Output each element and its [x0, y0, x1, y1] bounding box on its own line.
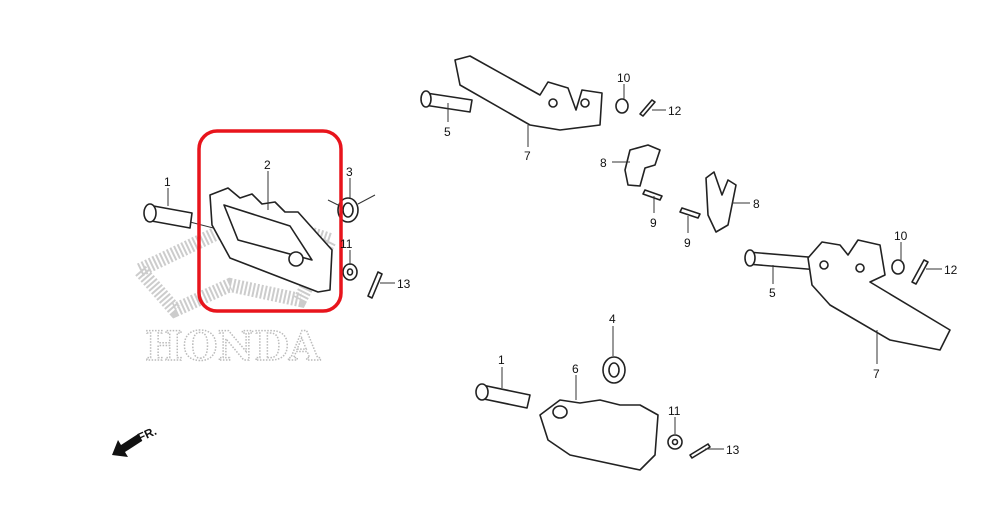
callout-right-cotter: 12 [944, 263, 958, 277]
callout-top-pin: 5 [444, 125, 451, 139]
top-bracket [454, 55, 603, 131]
callout-bottom-peg: 6 [572, 362, 579, 376]
callout-left-peg: 2 [264, 158, 271, 172]
bottom-footpeg [539, 399, 659, 471]
left-spring [327, 194, 376, 223]
right-cotter-pin [911, 259, 929, 285]
highlight-box [197, 129, 343, 313]
callout-bottom-spring: 4 [609, 312, 616, 326]
bottom-cotter-pin [689, 443, 711, 459]
clip-b [705, 171, 737, 233]
callout-bottom-pin: 1 [498, 353, 505, 367]
right-bracket [807, 239, 951, 351]
callout-bottom-washer: 11 [668, 404, 681, 418]
callout-bottom-cotter: 13 [726, 443, 740, 457]
leader-lines [167, 84, 942, 450]
callout-right-bracket: 7 [873, 367, 880, 381]
callout-bolt-a: 9 [650, 216, 657, 230]
callout-left-pin: 1 [164, 175, 171, 189]
left-washer [342, 263, 358, 281]
bolt-b [679, 207, 701, 219]
arrow-icon [112, 434, 142, 457]
bottom-pin [475, 383, 531, 409]
callout-bolt-b: 9 [684, 236, 691, 250]
bottom-washer [667, 434, 683, 450]
left-footpeg [209, 187, 333, 293]
callout-clip-b: 8 [753, 197, 760, 211]
callout-top-bracket: 7 [524, 149, 531, 163]
bolt-a [642, 189, 663, 201]
honda-wing-logo [128, 207, 340, 319]
callout-top-washer: 10 [617, 71, 631, 85]
honda-wordmark: HONDA [145, 323, 321, 370]
callout-top-cotter: 12 [668, 104, 682, 118]
honda-watermark: HONDA [128, 207, 340, 371]
callout-left-spring: 3 [346, 165, 353, 179]
top-washer [615, 98, 629, 114]
callout-right-pin: 5 [769, 286, 776, 300]
callout-left-washer: 11 [340, 237, 353, 251]
top-pin [420, 90, 473, 113]
callout-clip-a: 8 [600, 156, 607, 170]
front-direction-marker: FR. [112, 424, 159, 457]
callout-left-cotter: 13 [397, 277, 411, 291]
front-label: FR. [135, 424, 158, 445]
left-cotter-pin [367, 271, 383, 299]
left-pin [143, 203, 261, 241]
bottom-spring [602, 356, 626, 384]
right-washer [891, 259, 905, 275]
top-cotter-pin [639, 99, 656, 117]
right-pin [744, 249, 821, 271]
clip-a [624, 144, 661, 187]
callout-right-washer: 10 [894, 229, 908, 243]
callout-numbers: 1 2 3 11 13 5 7 10 12 8 9 9 8 10 12 5 7 … [164, 71, 958, 457]
